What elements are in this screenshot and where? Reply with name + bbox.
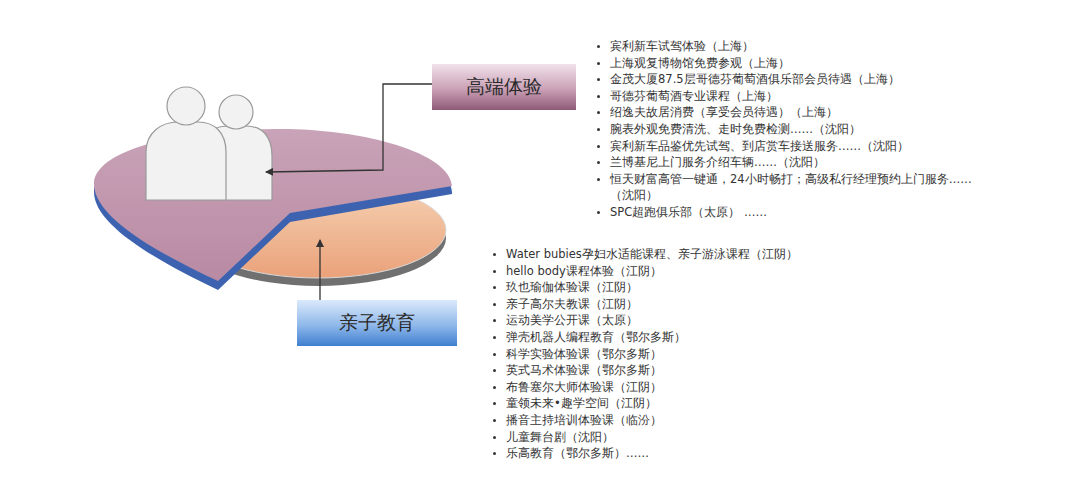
box-fill	[432, 64, 576, 110]
list-item: 玖也瑜伽体验课（江阴）	[491, 279, 911, 296]
bullet-dot	[493, 336, 496, 339]
bullet-dot	[493, 369, 496, 372]
bullet-dot	[597, 111, 600, 114]
list-item: 金茂大厦87.5层哥德芬葡萄酒俱乐部会员待遇（上海）	[595, 71, 975, 88]
bullet-dot	[493, 253, 496, 256]
list-item: 兰博基尼上门服务介绍车辆……（沈阳）	[595, 154, 975, 171]
bullet-dot	[493, 436, 496, 439]
bullet-dot	[597, 78, 600, 81]
list-item: 亲子高尔夫教课（江阴）	[491, 296, 911, 313]
bullet-dot	[493, 319, 496, 322]
bullet-dot	[597, 211, 600, 214]
list-item: 宾利新车品鉴优先试驾、到店赏车接送服务……（沈阳）	[595, 138, 975, 155]
bullet-dot	[597, 178, 600, 181]
list-item: 乐高教育（鄂尔多斯）……	[491, 445, 911, 462]
list-item: 恒天财富高管一键通，24小时畅打；高级私行经理预约上门服务……（沈阳）	[595, 171, 975, 204]
list-item: 运动美学公开课（太原）	[491, 312, 911, 329]
bullet-dot	[493, 353, 496, 356]
bullet-dot	[493, 419, 496, 422]
box-title: 高端体验	[454, 74, 554, 100]
bullet-dot	[597, 161, 600, 164]
list-item: 英式马术体验课（鄂尔多斯）	[491, 362, 911, 379]
list-item: hello body课程体验（江阴）	[491, 263, 911, 280]
list-item: 播音主持培训体验课（临汾）	[491, 412, 911, 429]
list-item: 儿童舞台剧（沈阳）	[491, 429, 911, 446]
bullet-dot	[493, 270, 496, 273]
list-item: 宾利新车试驾体验（上海）	[595, 38, 975, 55]
box-title: 亲子教育	[327, 310, 427, 336]
list-item: 腕表外观免费清洗、走时免费检测……（沈阳）	[595, 121, 975, 138]
bullet-dot	[493, 286, 496, 289]
list-item: 哥德芬葡萄酒专业课程（上海）	[595, 88, 975, 105]
bullet-dot	[597, 62, 600, 65]
bullet-dot	[493, 402, 496, 405]
list-item: 科学实验体验课（鄂尔多斯）	[491, 346, 911, 363]
bullet-dot	[493, 452, 496, 455]
list-item: 童领未来•趣学空间（江阴）	[491, 395, 911, 412]
list-item: 布鲁塞尔大师体验课（江阴）	[491, 379, 911, 396]
list-item: 绍逸夫故居消费（享受会员待遇）（上海）	[595, 104, 975, 121]
label-box: 亲子教育	[297, 300, 457, 346]
bullet-dot	[493, 386, 496, 389]
list-item: Water bubies孕妇水适能课程、亲子游泳课程（江阴）	[491, 246, 911, 263]
bullet-dot	[597, 145, 600, 148]
label-box: 高端体验	[432, 64, 576, 110]
bullet-list: 宾利新车试驾体验（上海）上海观复博物馆免费参观（上海）金茂大厦87.5层哥德芬葡…	[595, 38, 975, 221]
list-item: 弹壳机器人编程教育（鄂尔多斯）	[491, 329, 911, 346]
bullet-list: Water bubies孕妇水适能课程、亲子游泳课程（江阴）hello body…	[491, 246, 911, 462]
bullet-dot	[597, 45, 600, 48]
bullet-dot	[597, 128, 600, 131]
list-item: 上海观复博物馆免费参观（上海）	[595, 55, 975, 72]
box-fill	[297, 300, 457, 346]
bullet-dot	[493, 303, 496, 306]
list-item: SPC超跑俱乐部（太原） ……	[595, 204, 975, 221]
bullet-dot	[597, 95, 600, 98]
